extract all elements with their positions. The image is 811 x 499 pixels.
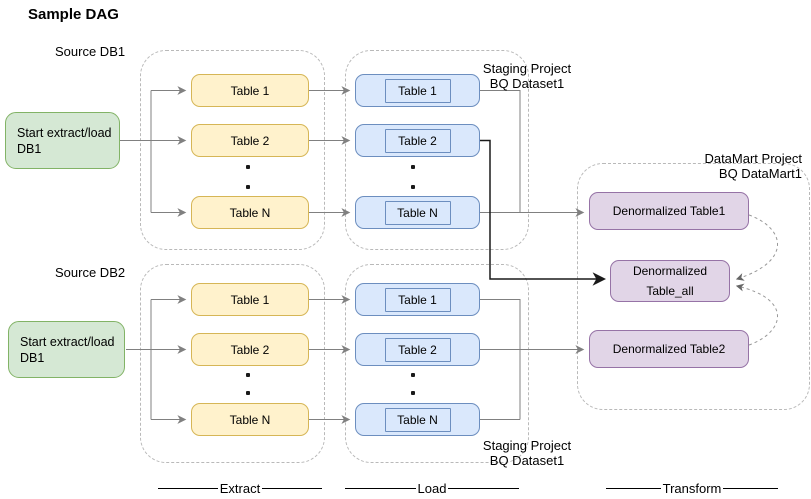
denormalized-table-all-node: Denormalized Table_all (610, 260, 730, 302)
extract-db1-table2-label: Table 2 (230, 133, 270, 148)
extract-db1-table1-label: Table 1 (230, 83, 270, 98)
ellipsis-dot (411, 391, 415, 395)
extract-db2-tableN: Table N (191, 403, 309, 436)
extract-db1-table1: Table 1 (191, 74, 309, 107)
ellipsis-dot (246, 373, 250, 377)
load-db1-table1-label: Table 1 (384, 78, 451, 103)
stage-extract-label: Extract (219, 481, 261, 496)
start-node-db1-line1: Start extract/load (17, 125, 112, 140)
stage-transform: Transform (606, 481, 778, 496)
staging-project-top-label: Staging Project BQ Dataset1 (462, 61, 592, 91)
load-db1-container (345, 50, 529, 250)
extract-db1-container (140, 50, 325, 250)
denormalized-table1-node: Denormalized Table1 (589, 192, 749, 230)
denormalized-table-all-line2: Table_all (646, 284, 694, 298)
datamart-dependency-arcs (735, 214, 778, 346)
staging-project-bottom-label: Staging Project BQ Dataset1 (462, 438, 592, 468)
denormalized-table-all-line1: Denormalized (632, 264, 708, 278)
extract-db2-table2: Table 2 (191, 333, 309, 366)
gray-edges (120, 86, 585, 424)
load-db2-table1-label: Table 1 (384, 287, 451, 312)
stage-extract-rule-left (158, 488, 218, 489)
edge-table2-to-table-all (480, 139, 607, 286)
datamart-project-label: DataMart Project BQ DataMart1 (676, 151, 802, 181)
extract-db2-container (140, 264, 325, 463)
staging-top-line2: BQ Dataset1 (489, 76, 565, 91)
load-db1-table2: Table 2 (355, 124, 480, 157)
extract-db2-table1: Table 1 (191, 283, 309, 316)
datamart-label-line2: BQ DataMart1 (718, 166, 802, 181)
staging-bottom-line1: Staging Project (482, 438, 572, 453)
load-db1-tableN-label: Table N (384, 200, 451, 225)
stage-extract: Extract (158, 481, 322, 496)
load-db2-table2: Table 2 (355, 333, 480, 366)
staging-top-line1: Staging Project (482, 61, 572, 76)
stage-load-rule-right (448, 488, 520, 489)
stage-transform-rule-right (723, 488, 778, 489)
load-db2-tableN: Table N (355, 403, 480, 436)
stage-load-label: Load (417, 481, 447, 496)
stage-transform-rule-left (606, 488, 661, 489)
ellipsis-dot (246, 165, 250, 169)
start-node-db2-line2: DB1 (20, 350, 45, 365)
ellipsis-dot (411, 185, 415, 189)
extract-db1-tableN: Table N (191, 196, 309, 229)
extract-db2-tableN-label: Table N (229, 412, 271, 427)
start-node-db1-line2: DB1 (17, 141, 42, 156)
ellipsis-dot (411, 373, 415, 377)
ellipsis-dot (246, 391, 250, 395)
ellipsis-dot (246, 185, 250, 189)
start-node-db2-line1: Start extract/load (20, 334, 115, 349)
stage-extract-rule-right (262, 488, 322, 489)
denormalized-table2-label: Denormalized Table2 (612, 342, 726, 356)
source-db1-label: Source DB1 (55, 44, 126, 59)
datamart-container (577, 163, 810, 410)
denormalized-table2-node: Denormalized Table2 (589, 330, 749, 368)
load-db1-table2-label: Table 2 (384, 128, 451, 153)
extract-db2-table1-label: Table 1 (230, 292, 270, 307)
load-db2-tableN-label: Table N (384, 407, 451, 432)
start-node-db1: Start extract/load DB1 (5, 112, 120, 169)
diagram-title: Sample DAG (28, 6, 119, 23)
source-db2-label: Source DB2 (55, 265, 126, 280)
extract-db2-table2-label: Table 2 (230, 342, 270, 357)
load-db2-table2-label: Table 2 (384, 337, 451, 362)
ellipsis-dot (411, 165, 415, 169)
datamart-label-line1: DataMart Project (704, 151, 802, 166)
stage-transform-label: Transform (662, 481, 722, 496)
load-db2-table1: Table 1 (355, 283, 480, 316)
extract-db1-tableN-label: Table N (229, 205, 271, 220)
load-db1-table1: Table 1 (355, 74, 480, 107)
denormalized-table1-label: Denormalized Table1 (612, 204, 726, 218)
load-db1-tableN: Table N (355, 196, 480, 229)
staging-bottom-line2: BQ Dataset1 (489, 453, 565, 468)
stage-load: Load (345, 481, 520, 496)
start-node-db2: Start extract/load DB1 (8, 321, 125, 378)
extract-db1-table2: Table 2 (191, 124, 309, 157)
stage-load-rule-left (345, 488, 416, 489)
load-db2-container (345, 264, 529, 463)
